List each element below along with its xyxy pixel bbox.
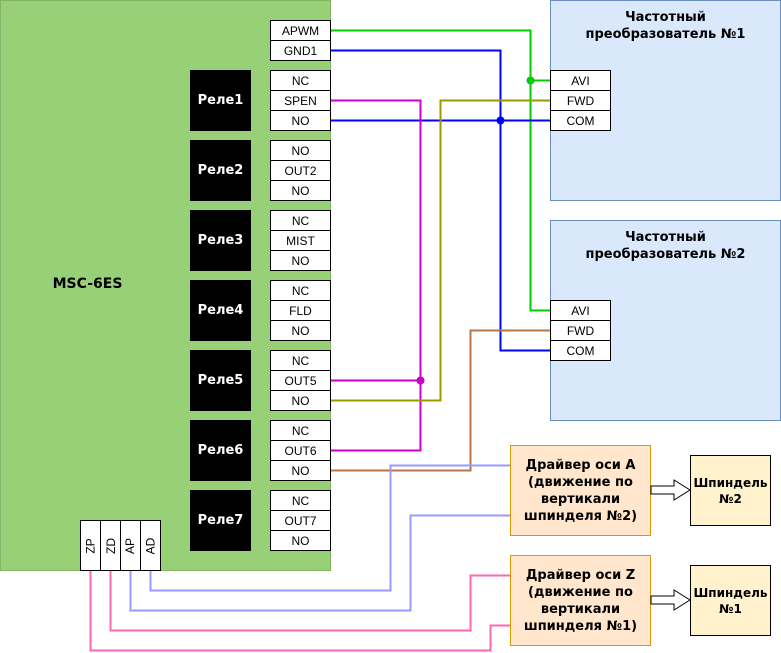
terminal-apwm: APWM xyxy=(270,20,331,41)
arrow-driver-z-to-spindle-1 xyxy=(650,589,691,611)
relay-2: Реле2 xyxy=(190,140,251,201)
wire-spen-to-out6 xyxy=(331,99,422,452)
vfd-1-terminal-avi: AVI xyxy=(550,70,611,91)
driver-axis-a: Драйвер оси A (движение по вертикали шпи… xyxy=(510,445,651,536)
vfd-2-title-line1: Частотный xyxy=(625,230,706,245)
vfd-1-terminal-com: COM xyxy=(550,110,611,131)
relay-5: Реле5 xyxy=(190,350,251,411)
junction-green xyxy=(526,76,535,85)
wire-relay5-no-to-vfd1-fwd xyxy=(331,99,550,402)
vfd-2-terminal-fwd: FWD xyxy=(550,320,611,341)
relay-5-terminal-out5: OUT5 xyxy=(270,370,331,391)
relay-6-terminal-no: NO xyxy=(270,460,331,481)
vfd-1-title: Частотный преобразователь №1 xyxy=(551,9,780,43)
terminal-gnd1: GND1 xyxy=(270,40,331,61)
terminal-ad-label: AD xyxy=(143,537,158,554)
terminal-zd: ZD xyxy=(100,520,121,571)
relay-1-terminal-no: NO xyxy=(270,110,331,131)
junction-blue xyxy=(496,116,505,125)
driver-a-line4: шпинделя №2) xyxy=(523,508,638,524)
relay-2-terminal-1: NO xyxy=(270,140,331,161)
spindle-2-line1: Шпиндель xyxy=(693,475,768,490)
relay-4-terminal-fld: FLD xyxy=(270,300,331,321)
relay-3-terminal-mist: MIST xyxy=(270,230,331,251)
driver-z-line4: шпинделя №1) xyxy=(523,618,638,634)
wire-gnd1-to-vfd2-com xyxy=(331,49,550,352)
relay-4: Реле4 xyxy=(190,280,251,341)
relay-4-terminal-no: NO xyxy=(270,320,331,341)
controller-label: MSC-6ES xyxy=(52,276,123,292)
relay-7-terminal-no: NO xyxy=(270,530,331,551)
terminal-zp: ZP xyxy=(80,520,101,571)
vfd-1-terminal-fwd: FWD xyxy=(550,90,611,111)
vfd-2-title-line2: преобразователь №2 xyxy=(585,247,746,262)
spindle-1: Шпиндель №1 xyxy=(690,565,771,636)
relay-4-terminal-nc: NC xyxy=(270,280,331,301)
relay-5-terminal-no: NO xyxy=(270,390,331,411)
arrow-driver-a-to-spindle-2 xyxy=(650,479,691,501)
relay-3-terminal-no: NO xyxy=(270,250,331,271)
relay-3-terminal-nc: NC xyxy=(270,210,331,231)
spindle-1-line1: Шпиндель xyxy=(693,585,768,600)
relay-1: Реле1 xyxy=(190,70,251,131)
relay-5-terminal-nc: NC xyxy=(270,350,331,371)
vfd-1-title-line1: Частотный xyxy=(625,10,706,25)
wire-zd-to-driver-z xyxy=(109,571,510,632)
driver-a-line2: (движение по xyxy=(528,474,633,490)
driver-z-line1: Драйвер оси Z xyxy=(525,567,636,583)
driver-axis-z: Драйвер оси Z (движение по вертикали шпи… xyxy=(510,555,651,646)
spindle-2-line2: №2 xyxy=(719,491,742,506)
terminal-ap-label: AP xyxy=(123,537,138,554)
driver-z-line3: вертикали xyxy=(540,601,621,617)
junction-magenta xyxy=(416,376,425,385)
relay-1-terminal-spen: SPEN xyxy=(270,90,331,111)
terminal-ad: AD xyxy=(140,520,161,571)
spindle-1-line2: №1 xyxy=(719,601,742,616)
relay-1-terminal-nc: NC xyxy=(270,70,331,91)
spindle-2: Шпиндель №2 xyxy=(690,455,771,526)
relay-7-terminal-nc: NC xyxy=(270,490,331,511)
terminal-ap: AP xyxy=(120,520,141,571)
relay-3: Реле3 xyxy=(190,210,251,271)
driver-z-line2: (движение по xyxy=(528,584,633,600)
relay-7-terminal-out7: OUT7 xyxy=(270,510,331,531)
relay-7: Реле7 xyxy=(190,490,251,551)
wire-zp-to-driver-z xyxy=(89,571,510,652)
relay-6: Реле6 xyxy=(190,420,251,481)
vfd-2-terminal-avi: AVI xyxy=(550,300,611,321)
relay-2-terminal-no: NO xyxy=(270,180,331,201)
relay-6-terminal-nc: NC xyxy=(270,420,331,441)
terminal-zd-label: ZD xyxy=(103,537,118,554)
vfd-1-title-line2: преобразователь №1 xyxy=(585,27,746,42)
relay-6-terminal-out6: OUT6 xyxy=(270,440,331,461)
vfd-2-terminal-com: COM xyxy=(550,340,611,361)
driver-a-line3: вертикали xyxy=(540,491,621,507)
vfd-2-title: Частотный преобразователь №2 xyxy=(551,229,780,263)
wire-apwm-to-vfd2-avi xyxy=(331,29,550,312)
terminal-zp-label: ZP xyxy=(83,537,98,554)
relay-2-terminal-out2: OUT2 xyxy=(270,160,331,181)
driver-a-line1: Драйвер оси A xyxy=(525,457,636,473)
